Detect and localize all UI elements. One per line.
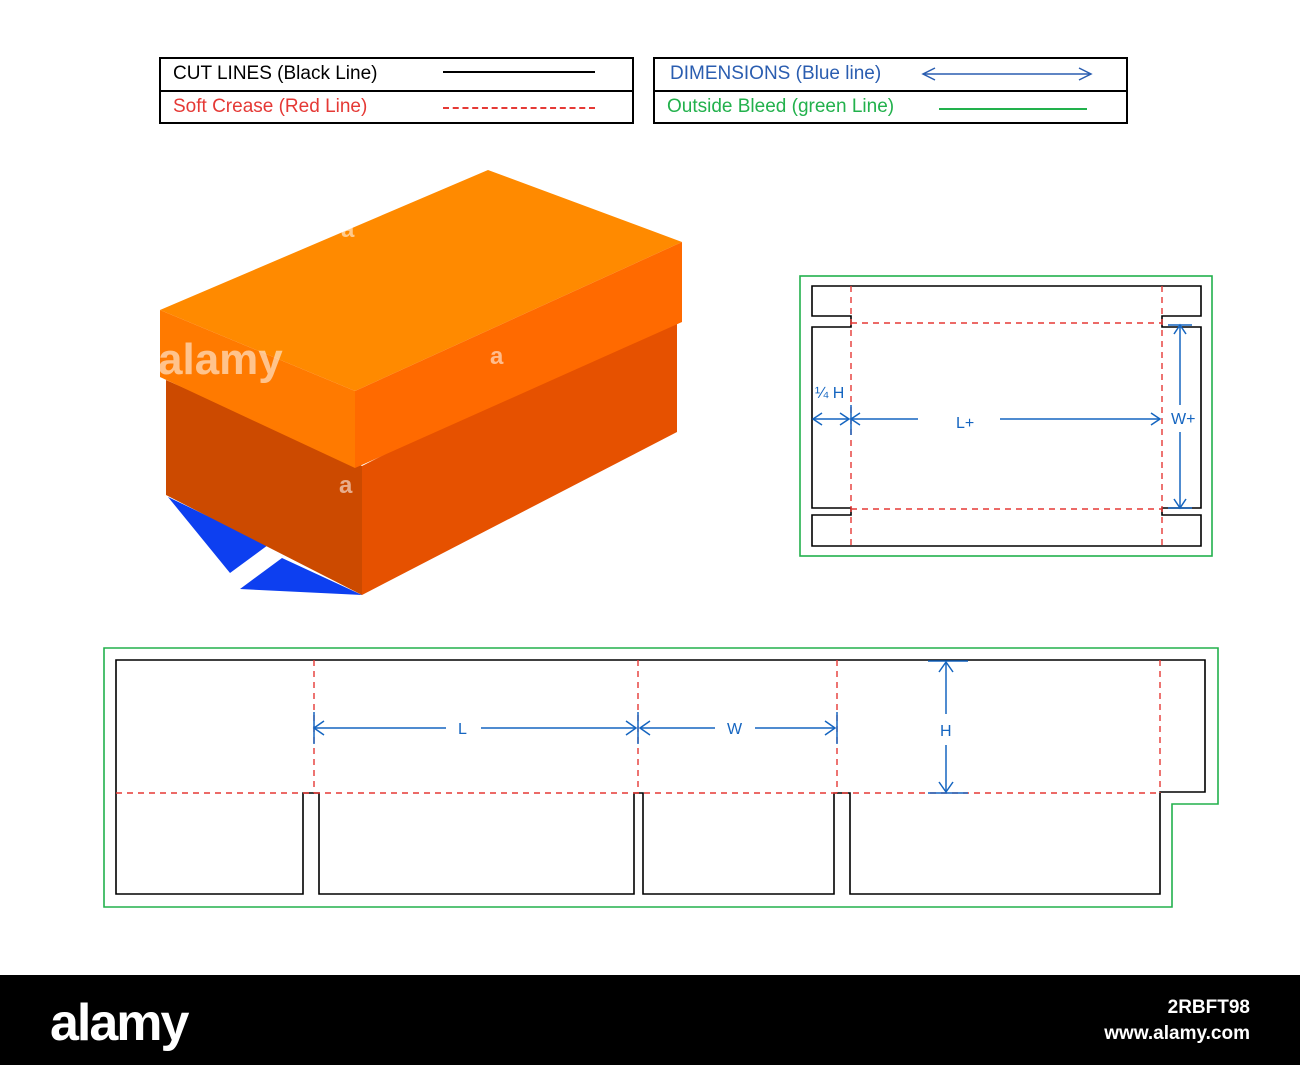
legend-dimension-arrow-sample <box>921 67 1093 81</box>
legend-outside-bleed-label: Outside Bleed (green Line) <box>667 96 895 117</box>
watermark-alamy-box: alamy <box>158 335 283 384</box>
watermark-letter-2: a <box>490 343 504 370</box>
base-dimension-lines <box>312 660 968 794</box>
box-diagram-canvas: alamy a a a ¼ H <box>103 170 1219 908</box>
legend-box-left: CUT LINES (Black Line) Soft Crease (Red … <box>159 57 634 124</box>
legend-dimensions-label: DIMENSIONS (Blue line) <box>670 63 882 84</box>
lid-dieline: ¼ H L+ W+ <box>799 275 1213 557</box>
footer-bar: alamy 2RBFT98 www.alamy.com <box>0 975 1300 1065</box>
legend-cut-line-sample <box>443 71 595 73</box>
base-height-label: H <box>940 723 952 740</box>
footer-logo: alamy <box>50 994 189 1052</box>
legend-row-soft-crease: Soft Crease (Red Line) <box>161 90 632 122</box>
lid-bleed-outline <box>799 275 1213 557</box>
base-cut-outline <box>115 659 1206 895</box>
lid-crease-lines <box>850 286 1163 546</box>
legend-row-dimensions: DIMENSIONS (Blue line) <box>655 59 1126 91</box>
base-dieline: L W H <box>103 647 1219 908</box>
watermark-letter-1: a <box>341 216 355 243</box>
box-lid-left-face <box>160 310 355 468</box>
lid-quarter-h-label: ¼ H <box>815 385 844 402</box>
lid-length-label: L+ <box>956 415 974 432</box>
base-width-label: W <box>727 721 743 738</box>
box-base-front-face <box>362 305 677 595</box>
legend-soft-crease-label: Soft Crease (Red Line) <box>173 96 368 117</box>
footer-image-id: 2RBFT98 <box>1167 997 1250 1018</box>
box-flap-left <box>168 497 268 573</box>
legend-box-right: DIMENSIONS (Blue line) Outside Bleed (gr… <box>653 57 1128 124</box>
box-lid-top-face <box>160 170 682 391</box>
box-base-left-face <box>166 380 362 595</box>
lid-dimension-lines <box>811 323 1192 510</box>
box-3d-illustration: alamy a a a <box>158 170 682 595</box>
watermark-letter-3: a <box>339 472 353 499</box>
legend-crease-line-sample <box>443 107 595 109</box>
box-lid-right-face <box>355 242 682 468</box>
lid-width-label: W+ <box>1171 411 1195 428</box>
legend-bleed-line-sample <box>939 108 1087 110</box>
legend-cut-lines-label: CUT LINES (Black Line) <box>173 63 378 84</box>
base-bleed-outline <box>103 647 1219 908</box>
legend-row-outside-bleed: Outside Bleed (green Line) <box>655 90 1126 122</box>
base-length-label: L <box>458 721 467 738</box>
lid-cut-outline <box>811 285 1202 547</box>
box-flap-bottom <box>240 558 362 595</box>
footer-url: www.alamy.com <box>1104 1023 1250 1044</box>
legend-row-cut-lines: CUT LINES (Black Line) <box>161 59 632 91</box>
